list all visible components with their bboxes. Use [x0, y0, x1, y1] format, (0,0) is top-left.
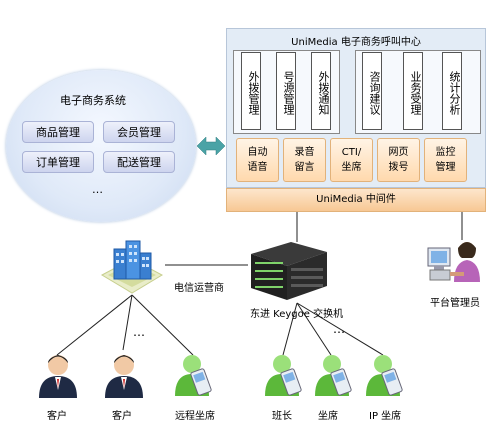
- remote-agent-icon: [175, 355, 212, 396]
- number-source-management-box: 号源管理: [276, 52, 296, 130]
- customer-1-icon: [39, 355, 77, 398]
- auto-voice-line1: 自动: [247, 147, 268, 158]
- auto-voice-box: 自动 语音: [236, 138, 279, 182]
- web-dial-line2: 拨号: [388, 162, 409, 173]
- monitor-management-line1: 监控: [435, 147, 456, 158]
- keygoe-switch-icon: [251, 242, 327, 300]
- customer-more-ellipsis: …: [133, 325, 145, 339]
- agent-label: 坐席: [318, 411, 338, 422]
- line-switch-agent: [296, 302, 332, 356]
- ip-agent-icon: [366, 355, 403, 396]
- telecom-building-icon: [100, 240, 164, 294]
- outbound-management-box: 外拨管理: [241, 52, 261, 130]
- ecommerce-system-title: 电子商务系统: [60, 94, 126, 107]
- delivery-management-box: 配送管理: [103, 151, 175, 173]
- cti-agent-box: CTI/ 坐席: [330, 138, 373, 182]
- ip-agent-label: IP 坐席: [369, 411, 402, 422]
- call-center-title: UniMedia 电子商务呼叫中心: [291, 37, 421, 48]
- line-telecom-customer-2: [122, 294, 133, 351]
- monitor-management-box: 监控 管理: [424, 138, 467, 182]
- recording-message-box: 录音 留言: [283, 138, 326, 182]
- product-management-box: 商品管理: [22, 121, 94, 143]
- auto-voice-line2: 语音: [247, 162, 268, 173]
- team-leader-label: 班长: [272, 411, 292, 422]
- order-management-box: 订单管理: [22, 151, 94, 173]
- cti-agent-line2: 坐席: [341, 162, 362, 173]
- line-switch-ip-agent: [296, 302, 384, 356]
- recording-message-line2: 留言: [294, 162, 315, 173]
- outbound-notification-box: 外拨通知: [311, 52, 331, 130]
- monitor-management-line2: 管理: [435, 162, 456, 173]
- customer-2-label: 客户: [112, 411, 132, 422]
- customer-1-label: 客户: [47, 411, 67, 422]
- middleware-bar: UniMedia 中间件: [226, 188, 486, 212]
- cti-agent-line1: CTI/: [341, 147, 362, 158]
- ecommerce-more-ellipsis: …: [92, 183, 103, 196]
- line-telecom-customer-1: [56, 294, 133, 356]
- recording-message-line1: 录音: [294, 147, 315, 158]
- agent-more-ellipsis: …: [333, 322, 345, 336]
- remote-agent-label: 远程坐席: [175, 411, 215, 422]
- line-telecom-remote: [131, 294, 194, 356]
- telecom-operator-label: 电信运营商: [174, 283, 224, 294]
- ecommerce-system-panel: [6, 70, 196, 222]
- platform-admin-icon: [427, 242, 480, 282]
- member-management-box: 会员管理: [103, 121, 175, 143]
- statistics-analysis-box: 统计分析: [442, 52, 462, 130]
- bidirectional-arrow-icon: [197, 136, 225, 156]
- consultation-suggestion-box: 咨询建议: [362, 52, 382, 130]
- keygoe-switch-label: 东进 Keygoe 交换机: [250, 309, 344, 320]
- platform-admin-label: 平台管理员: [430, 298, 480, 309]
- web-dial-box: 网页 拨号: [377, 138, 420, 182]
- agent-icon: [315, 355, 352, 396]
- customer-2-icon: [105, 355, 143, 398]
- team-leader-icon: [265, 355, 302, 396]
- business-acceptance-box: 业务受理: [403, 52, 423, 130]
- line-switch-leader: [282, 302, 298, 356]
- web-dial-line1: 网页: [388, 147, 409, 158]
